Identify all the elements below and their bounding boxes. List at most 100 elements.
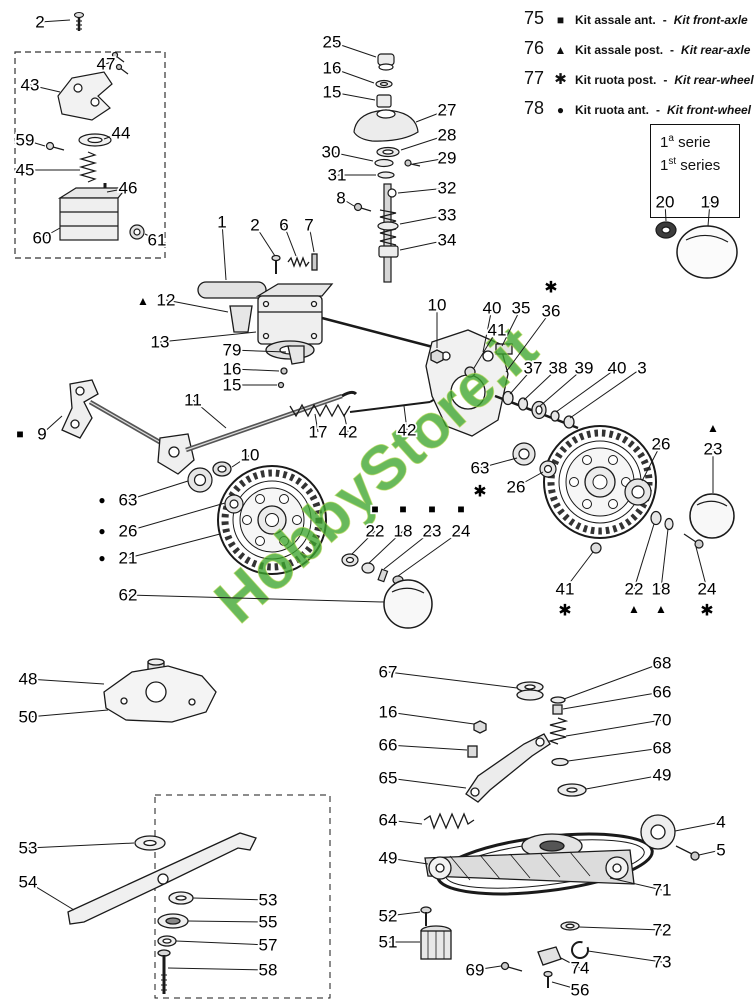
lower-gearbox-51 xyxy=(420,925,452,960)
part-number-callout: 61 xyxy=(148,231,167,250)
part-number-callout: 31 xyxy=(328,166,347,185)
legend-label-en: Kit rear-wheel xyxy=(674,73,754,87)
wheel-bearings xyxy=(187,442,735,554)
legend-row-front-wheel: 78 ● Kit ruota ant. - Kit front-wheel xyxy=(524,98,754,119)
kit-marker: ■ xyxy=(16,427,23,441)
nut-16c xyxy=(473,720,487,734)
part-number-callout: 29 xyxy=(438,149,457,168)
kit-marker: ● xyxy=(98,493,105,507)
part-number-callout: 21 xyxy=(119,549,138,568)
legend-label-it: Kit ruota post. xyxy=(575,73,657,87)
part-number-callout: 62 xyxy=(119,586,138,605)
part-number-callout: 52 xyxy=(379,907,398,926)
part-number-callout: 22 xyxy=(625,580,644,599)
part-number-callout: 4 xyxy=(716,813,725,832)
leader-line xyxy=(231,454,251,468)
bracket-35 xyxy=(495,343,513,355)
part-number-callout: 17 xyxy=(309,423,328,442)
leader-line xyxy=(585,774,663,790)
part-number-callout: 66 xyxy=(653,683,672,702)
kit-marker: ▲ xyxy=(707,421,719,435)
screw-5 xyxy=(690,851,700,861)
part-number-callout: 32 xyxy=(438,179,457,198)
bracket-34 xyxy=(378,245,399,258)
part-number-callout: 59 xyxy=(16,131,35,150)
gearbox-assembly xyxy=(197,253,453,389)
kit-marker: ● xyxy=(98,524,105,538)
part-number-callout: 9 xyxy=(37,425,46,444)
leader-line xyxy=(127,502,226,532)
ring-33 xyxy=(377,221,399,231)
arm-65 xyxy=(465,733,551,803)
legend-number: 75 xyxy=(524,8,545,28)
part-number-callout: 69 xyxy=(466,961,485,980)
leader-line xyxy=(569,367,643,419)
leader-line xyxy=(479,457,518,469)
leader-line xyxy=(24,139,46,147)
leader-line xyxy=(331,67,375,84)
rear-bracket-plate xyxy=(425,329,579,437)
leader-line xyxy=(387,777,467,789)
leader-line xyxy=(39,19,71,23)
front-wheel xyxy=(217,465,327,575)
part-number-callout: 28 xyxy=(438,126,457,145)
leader-line xyxy=(523,367,559,401)
link-rod-42 xyxy=(349,401,431,413)
screws-47 xyxy=(111,51,129,75)
part-number-callout: 38 xyxy=(549,359,568,378)
part-number-callout: 41 xyxy=(488,321,507,340)
square-marker-icon: ■ xyxy=(556,13,565,27)
washer-18r xyxy=(664,517,674,531)
legend-row-rear-wheel: 77 ✱ Kit ruota post. - Kit rear-wheel xyxy=(524,68,754,89)
part-number-callout: 63 xyxy=(119,491,138,510)
housing-60 xyxy=(59,197,119,241)
leader-line xyxy=(127,480,189,501)
part-number-callout: 7 xyxy=(304,216,313,235)
leader-line xyxy=(159,331,257,343)
kit-marker: ● xyxy=(98,551,105,565)
part-number-callout: 26 xyxy=(652,435,671,454)
bracket-79 xyxy=(287,345,305,365)
part-number-callout: 71 xyxy=(653,881,672,900)
part-number-callout: 45 xyxy=(16,161,35,180)
washer-31 xyxy=(377,171,395,179)
part-number-callout: 65 xyxy=(379,769,398,788)
leader-line xyxy=(515,471,544,488)
leader-line xyxy=(27,678,105,685)
leader-line xyxy=(412,157,448,165)
part-number-callout: 25 xyxy=(323,33,342,52)
part-number-callout: 2 xyxy=(35,13,44,32)
leader-line xyxy=(103,132,122,140)
legend-separator: - xyxy=(670,43,675,57)
nut-16b xyxy=(280,367,288,375)
hex-nut-10r xyxy=(430,349,444,364)
leader-line xyxy=(674,821,722,832)
part-number-callout: 27 xyxy=(438,101,457,120)
part-number-callout: 18 xyxy=(394,522,413,541)
part-number-callout: 22 xyxy=(366,522,385,541)
leader-line xyxy=(564,551,594,590)
leader-line xyxy=(474,965,502,971)
spring-64 xyxy=(423,812,475,830)
washer-37 xyxy=(502,390,514,406)
triangle-marker-icon: ▲ xyxy=(554,43,567,57)
hubcap-62 xyxy=(383,579,433,629)
kit-marker: ■ xyxy=(428,502,435,516)
washer-40 xyxy=(550,410,560,422)
series-label-en: 1st series xyxy=(660,156,721,175)
snap-ring-73 xyxy=(571,941,589,959)
part-number-callout: 41 xyxy=(556,580,575,599)
spring-45 xyxy=(78,151,98,183)
kit-marker: ▲ xyxy=(137,294,149,308)
leader-line xyxy=(331,91,376,101)
leader-line xyxy=(501,307,522,347)
legend-label-it: Kit assale ant. xyxy=(575,13,656,27)
legend-number: 77 xyxy=(524,68,545,88)
washer-68b xyxy=(551,757,569,767)
part-number-callout: 16 xyxy=(323,59,342,78)
first-series-parts xyxy=(655,221,738,279)
part-number-callout: 2 xyxy=(250,216,259,235)
spring-17 xyxy=(289,403,351,418)
